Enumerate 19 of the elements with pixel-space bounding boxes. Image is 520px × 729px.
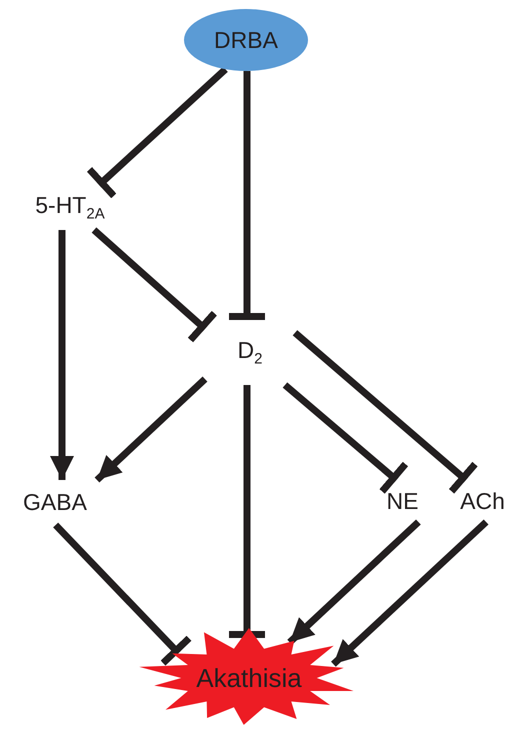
arrow <box>50 230 74 480</box>
arrow <box>287 519 421 645</box>
inhibition-line <box>92 227 217 342</box>
node-label: DRBA <box>214 28 278 52</box>
arrow <box>331 519 488 667</box>
node-label: NE <box>375 480 430 522</box>
node-label: ACh <box>450 480 515 522</box>
node-label: D$_{2}$ <box>205 320 295 385</box>
inhibition-line <box>292 330 478 494</box>
node-label: GABA <box>5 480 105 525</box>
inhibition-line <box>86 66 228 198</box>
arrow <box>94 376 208 483</box>
inhibition-line <box>229 385 265 638</box>
inhibition-line <box>282 382 408 494</box>
inhibition-line <box>229 71 265 320</box>
node-label: Akathisia <box>196 665 302 691</box>
drug-ellipse <box>184 9 308 71</box>
node-label: 5-HT$_{2A}$ <box>10 185 130 230</box>
inhibition-line <box>53 522 192 666</box>
